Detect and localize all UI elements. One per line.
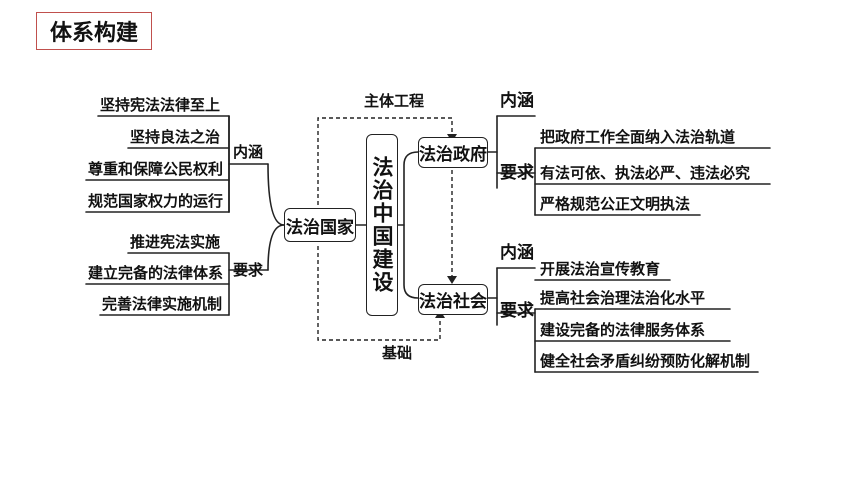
government-connotation-label: 内涵 [500, 91, 534, 111]
main-body-label: 主体工程 [364, 92, 425, 110]
state-connotation-item: 坚持宪法法律至上 [100, 96, 221, 114]
rule-of-law-state-node: 法治国家 [284, 208, 356, 242]
society-connotation-label: 内涵 [500, 243, 534, 263]
government-requirement-label: 要求 [500, 163, 534, 183]
state-requirement-item: 推进宪法实施 [130, 233, 221, 251]
government-item: 有法可依、执法必严、违法必究 [540, 164, 751, 182]
society-requirement-label: 要求 [500, 301, 534, 321]
society-item: 提高社会治理法治化水平 [540, 289, 706, 307]
state-connotation-item: 规范国家权力的运行 [88, 192, 224, 210]
state-connotation-label: 内涵 [233, 143, 264, 161]
society-connotation-item: 开展法治宣传教育 [540, 260, 661, 278]
state-requirement-item: 建立完备的法律体系 [88, 264, 224, 282]
society-item: 建设完备的法律服务体系 [540, 321, 706, 339]
state-requirement-label: 要求 [233, 261, 264, 279]
government-item: 严格规范公正文明执法 [540, 195, 691, 213]
society-node: 法治社会 [418, 284, 488, 315]
state-connotation-item: 坚持良法之治 [130, 128, 221, 146]
center-node: 法治中国建设 [366, 134, 398, 316]
page-title: 体系构建 [36, 12, 152, 50]
state-requirement-item: 完善法律实施机制 [102, 295, 223, 313]
government-item: 把政府工作全面纳入法治轨道 [540, 128, 736, 146]
government-node: 法治政府 [418, 137, 488, 168]
state-connotation-item: 尊重和保障公民权利 [88, 160, 224, 178]
foundation-label: 基础 [382, 344, 413, 362]
society-item: 健全社会矛盾纠纷预防化解机制 [540, 352, 751, 370]
